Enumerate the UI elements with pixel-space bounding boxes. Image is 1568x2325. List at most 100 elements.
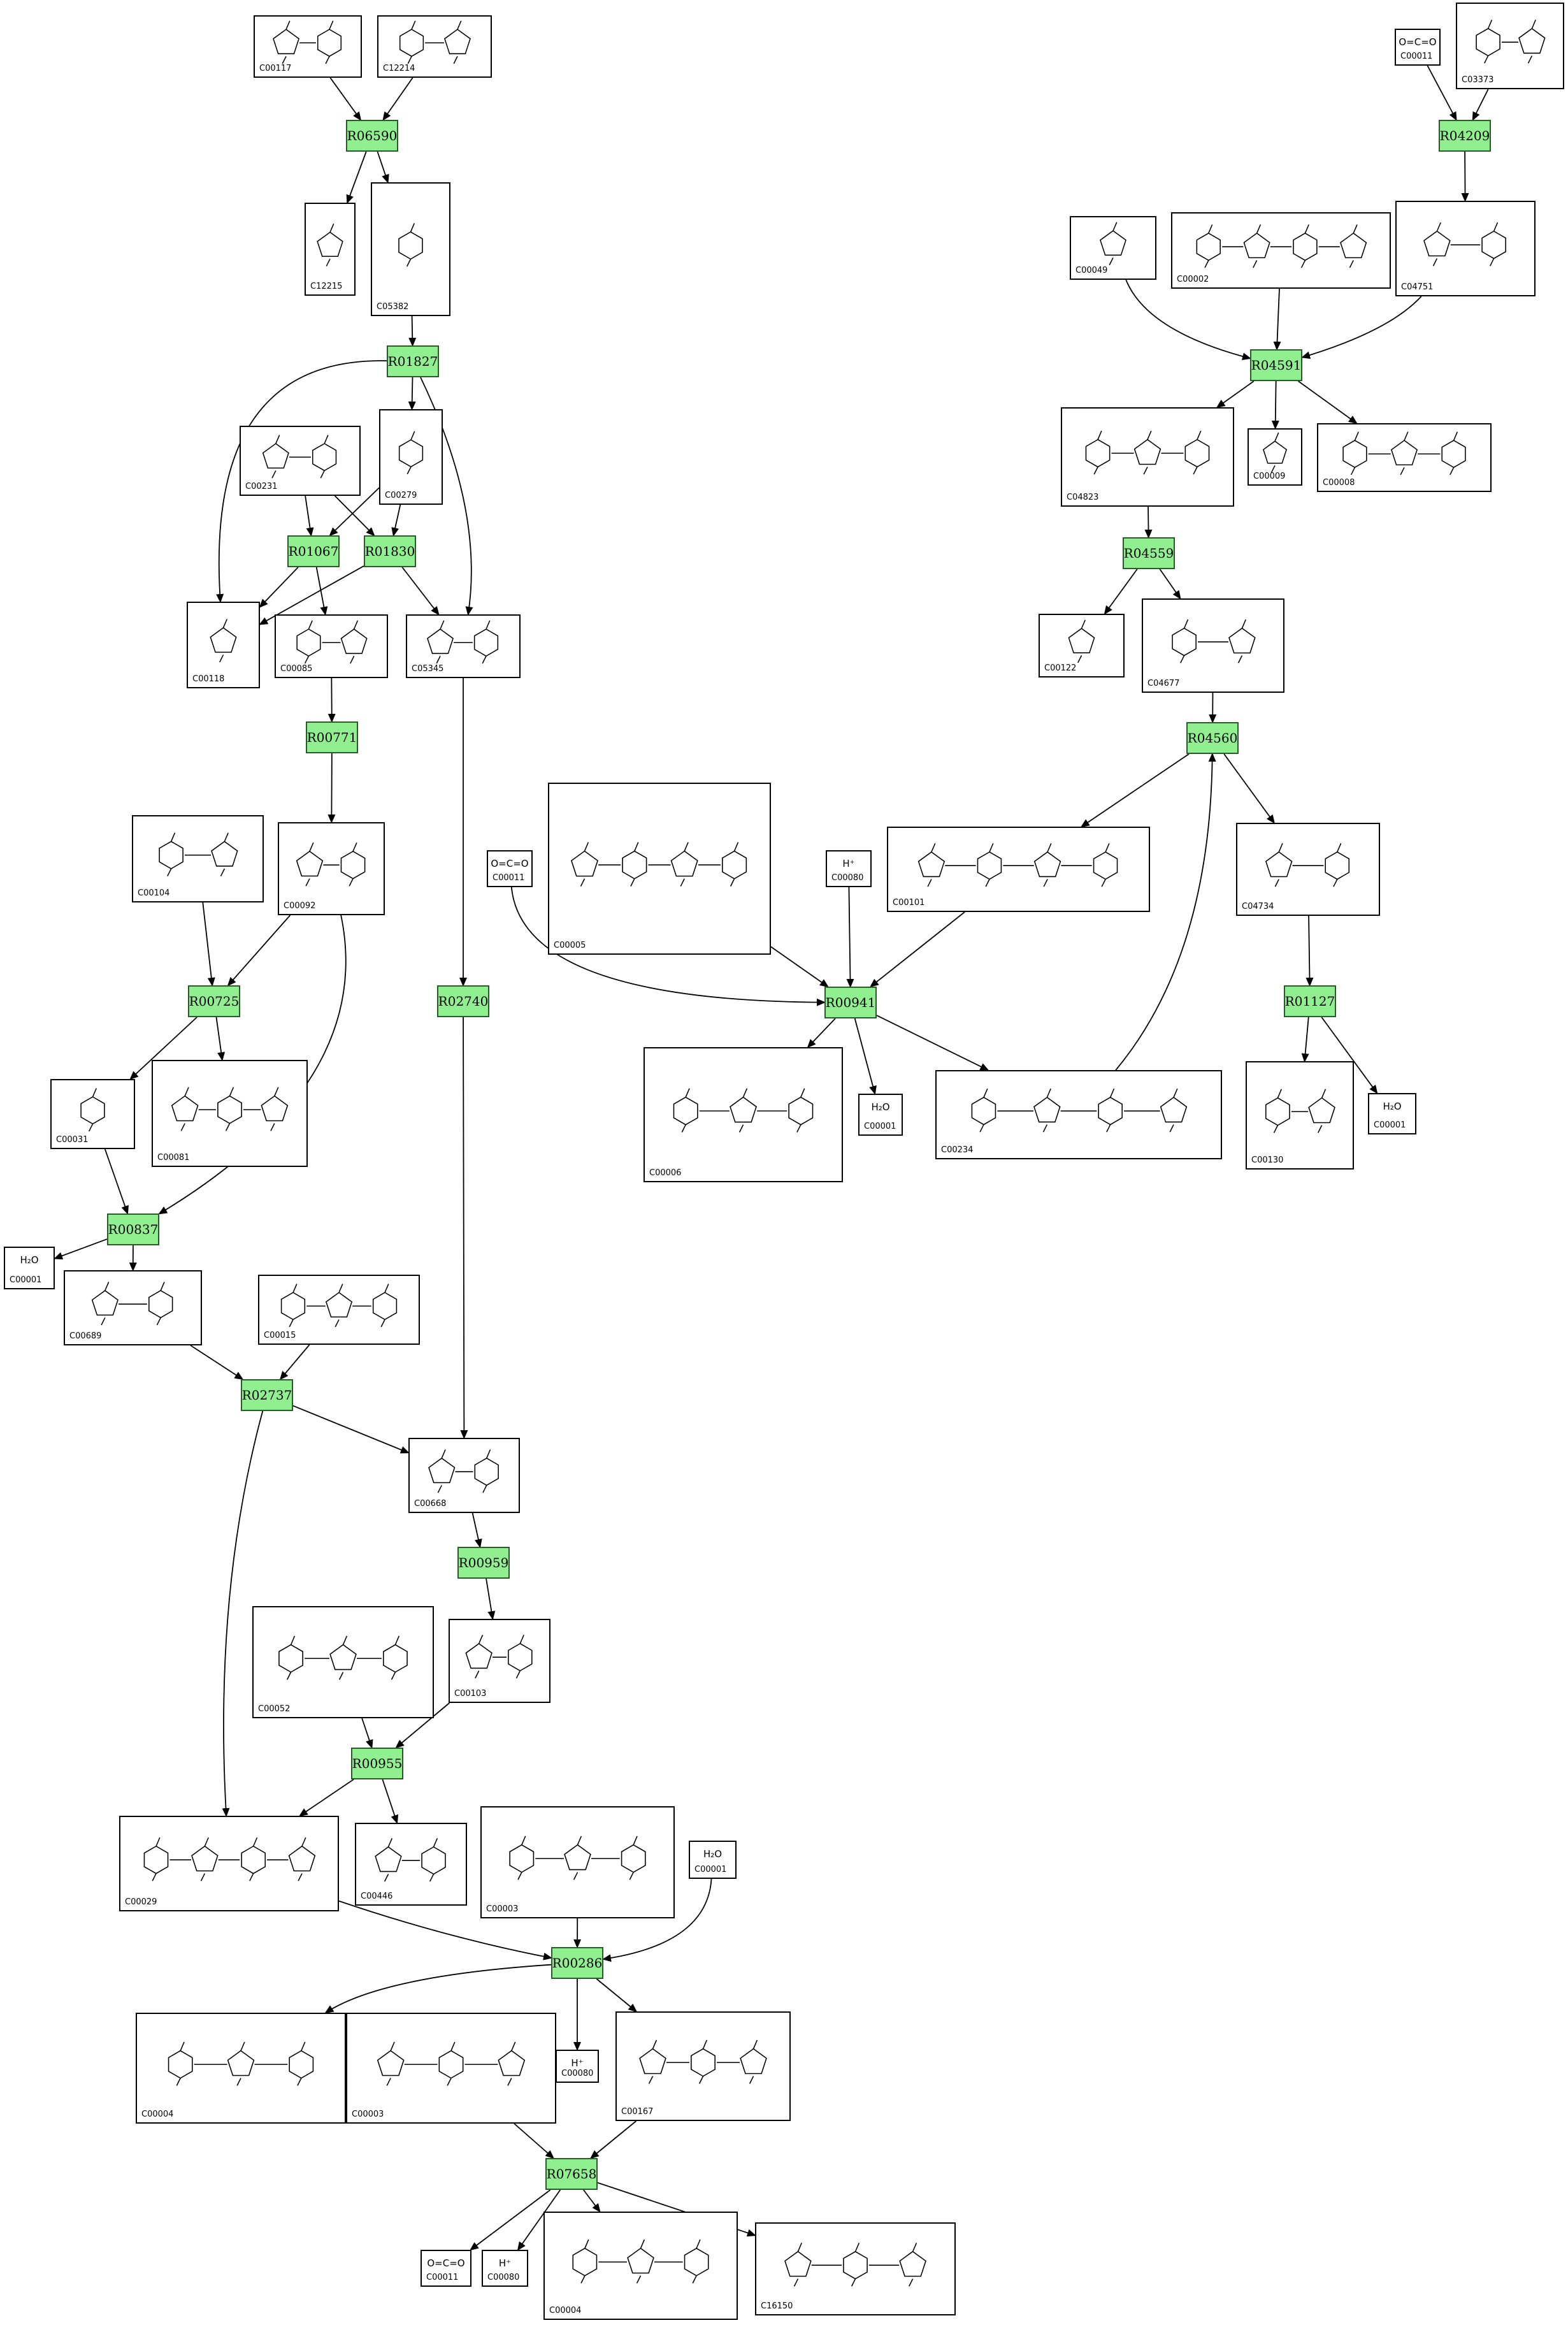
compound-c05382[interactable]: C05382	[371, 182, 450, 316]
compound-c00092[interactable]: C00092	[278, 822, 385, 915]
compound-c00085[interactable]: C00085	[275, 614, 388, 678]
compound-c00005[interactable]: C00005	[548, 783, 771, 955]
ring-shape	[399, 29, 424, 57]
compound-c00080[interactable]: H⁺C00080	[556, 2050, 599, 2083]
compound-c00234[interactable]: C00234	[935, 1070, 1222, 1159]
edge-c6-r3	[329, 487, 380, 537]
reaction-r00959[interactable]: R00959	[457, 1547, 510, 1579]
edge-c38-r18	[1115, 753, 1216, 1071]
compound-c00029[interactable]: C00029	[119, 1816, 339, 1911]
reaction-r01830[interactable]: R01830	[364, 535, 416, 567]
compound-c00080[interactable]: H⁺C00080	[826, 850, 872, 887]
compound-id-label: C00011	[493, 873, 525, 883]
edge-r17-c47	[1104, 569, 1138, 615]
compound-c00104[interactable]: C00104	[132, 815, 264, 902]
compound-c00118[interactable]: C00118	[187, 602, 260, 688]
reaction-r04560[interactable]: R04560	[1186, 722, 1239, 754]
edge-r16-c46	[1298, 380, 1358, 424]
compound-c00279[interactable]: C00279	[379, 409, 443, 505]
structure-drawing	[1265, 1089, 1335, 1133]
compound-c04823[interactable]: C04823	[1061, 407, 1234, 507]
reaction-r06590[interactable]: R06590	[346, 120, 398, 152]
edge-c34-r14	[846, 887, 854, 988]
ring-shape	[1476, 27, 1500, 57]
compound-c05345[interactable]: C05345	[406, 614, 521, 678]
compound-id-label: C00003	[352, 2110, 384, 2119]
compound-c00668[interactable]: C00668	[408, 1438, 520, 1513]
ring-shape	[509, 1844, 535, 1873]
reaction-r00837[interactable]: R00837	[107, 1213, 159, 1245]
compound-c00101[interactable]: C00101	[887, 827, 1150, 912]
formula-co2: O=C=O	[1399, 36, 1437, 48]
reaction-r00725[interactable]: R00725	[188, 985, 240, 1017]
formula-water: H₂O	[1383, 1101, 1402, 1112]
ring-shape	[572, 2247, 598, 2277]
compound-c00031[interactable]: C00031	[50, 1079, 135, 1149]
ring-shape	[317, 29, 342, 57]
compound-c00231[interactable]: C00231	[240, 426, 361, 496]
compound-id-label: C16150	[761, 2301, 793, 2311]
reaction-r00941[interactable]: R00941	[824, 987, 877, 1018]
compound-c04751[interactable]: C04751	[1395, 201, 1536, 296]
compound-c00103[interactable]: C00103	[449, 1619, 550, 1703]
compound-c00009[interactable]: C00009	[1248, 428, 1302, 486]
reaction-r01127[interactable]: R01127	[1284, 985, 1336, 1017]
compound-c00122[interactable]: C00122	[1039, 614, 1125, 677]
compound-id-label: C00001	[10, 1275, 42, 1285]
reaction-r00286[interactable]: R00286	[551, 1947, 603, 1979]
reaction-r04591[interactable]: R04591	[1250, 349, 1302, 381]
compound-c00008[interactable]: C00008	[1317, 423, 1492, 492]
reaction-r02740[interactable]: R02740	[437, 985, 489, 1017]
ring-shape	[1390, 440, 1418, 466]
ring-shape	[971, 1096, 996, 1126]
reaction-r04209[interactable]: R04209	[1439, 120, 1491, 152]
reaction-r02737[interactable]: R02737	[241, 1379, 293, 1411]
compound-c00446[interactable]: C00446	[355, 1823, 467, 1906]
reaction-r00955[interactable]: R00955	[351, 1748, 403, 1779]
reaction-r07658[interactable]: R07658	[545, 2158, 598, 2190]
compound-c00052[interactable]: C00052	[252, 1606, 434, 1718]
compound-c00003[interactable]: C00003	[480, 1806, 675, 1918]
reaction-r01827[interactable]: R01827	[387, 345, 439, 377]
edge-c27-r13	[589, 2120, 637, 2159]
compound-id-label: C00092	[284, 901, 316, 911]
compound-c00004[interactable]: C00004	[136, 2013, 346, 2124]
ring-shape	[1068, 628, 1095, 654]
compound-c00004[interactable]: C00004	[543, 2212, 738, 2320]
compound-c00689[interactable]: C00689	[64, 1270, 202, 1345]
reaction-r00771[interactable]: R00771	[306, 721, 358, 753]
reaction-r04559[interactable]: R04559	[1123, 537, 1175, 569]
compound-c04677[interactable]: C04677	[1142, 598, 1284, 693]
ring-shape	[210, 627, 237, 653]
compound-c00081[interactable]: C00081	[152, 1060, 308, 1167]
compound-c00006[interactable]: C00006	[644, 1047, 843, 1182]
compound-c12214[interactable]: C12214	[377, 15, 492, 78]
edge-c32-r14	[510, 887, 826, 1006]
compound-c00002[interactable]: C00002	[1171, 212, 1391, 289]
compound-c00167[interactable]: C00167	[615, 2011, 791, 2121]
compound-c12215[interactable]: C12215	[305, 203, 356, 296]
compound-c04734[interactable]: C04734	[1236, 823, 1380, 916]
compound-c00080[interactable]: H⁺C00080	[482, 2250, 528, 2287]
edge-c6-r4	[391, 504, 401, 537]
ring-shape	[639, 2048, 666, 2075]
formula-proton: H⁺	[571, 2057, 584, 2069]
compound-c00049[interactable]: C00049	[1070, 216, 1156, 280]
compound-c00130[interactable]: C00130	[1246, 1061, 1354, 1170]
compound-c03373[interactable]: C03373	[1456, 3, 1564, 89]
compound-id-label: C00167	[621, 2107, 654, 2117]
compound-id-label: C00117	[259, 64, 292, 73]
reaction-r01067[interactable]: R01067	[287, 535, 340, 567]
compound-c00003[interactable]: C00003	[346, 2013, 556, 2124]
compound-c16150[interactable]: C16150	[755, 2222, 956, 2315]
compound-c00117[interactable]: C00117	[254, 15, 362, 78]
compound-c00015[interactable]: C00015	[258, 1275, 420, 1345]
